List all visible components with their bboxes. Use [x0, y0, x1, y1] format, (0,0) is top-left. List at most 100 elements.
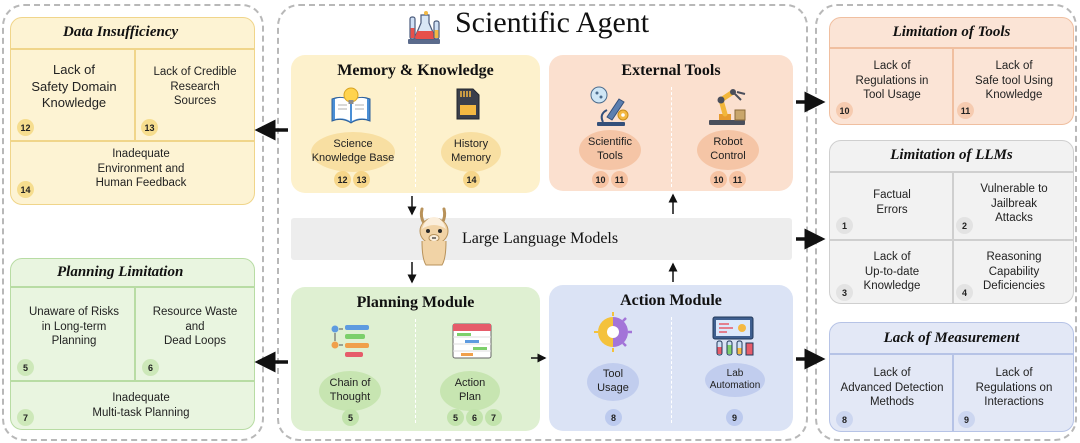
divider	[11, 140, 254, 142]
planning-module: Planning Module Chain of Thought 5 Actio…	[291, 287, 540, 431]
lack-measurement-section: Lack of Measurement Lack of Advanced Det…	[829, 322, 1074, 432]
llm-label: Large Language Models	[462, 230, 619, 247]
divider	[415, 319, 416, 423]
limitation-tools-section: Limitation of Tools Lack of Regulations …	[829, 17, 1074, 125]
limitation-tools-title: Limitation of Tools	[892, 24, 1011, 40]
lab-automation: Lab Automation	[705, 363, 765, 397]
unaware-risks: Unaware of Risks in Long-term Planning	[28, 305, 120, 348]
planning-title: Planning Module	[356, 294, 475, 311]
memory-knowledge-module: Memory & Knowledge Science Knowledge Bas…	[291, 55, 540, 193]
ref-badge: 9	[958, 411, 975, 428]
memory-card-icon	[455, 87, 481, 121]
ref-badge: 2	[956, 217, 973, 234]
lab-flask-icon	[404, 9, 444, 47]
ref-badge: 14	[463, 171, 480, 188]
ref-badge: 8	[605, 409, 622, 426]
divider	[671, 87, 672, 187]
ref-badge: 9	[726, 409, 743, 426]
half-sun-gear-icon	[593, 311, 633, 353]
right-panel	[815, 4, 1077, 441]
factual-errors: Factual Errors	[873, 189, 911, 216]
microscope-icon	[589, 85, 631, 129]
robot-arm-icon	[705, 84, 749, 128]
flowchart-icon	[329, 323, 371, 363]
left-panel	[2, 4, 264, 441]
ref-badge: 12	[334, 171, 351, 188]
ref-badge: 6	[142, 359, 159, 376]
divider	[671, 317, 672, 423]
divider	[11, 48, 254, 50]
gantt-icon	[451, 322, 493, 362]
reasoning-deficiencies: Reasoning Capability Deficiencies	[983, 250, 1045, 293]
limitation-llms-section: Limitation of LLMs Factual Errors 1 Vuln…	[829, 140, 1074, 304]
external-tools-module: External Tools Scientific Tools 10 11 Ro…	[549, 55, 793, 191]
divider	[830, 47, 1073, 49]
divider	[830, 171, 1073, 173]
history-memory: History Memory	[441, 132, 501, 172]
robot-control: Robot Control	[697, 130, 759, 170]
data-insufficiency-section: Data Insufficiency Lack of Safety Domain…	[10, 17, 255, 205]
lack-credible-sources: Lack of Credible Research Sources	[153, 65, 237, 108]
divider	[830, 239, 1073, 241]
divider	[134, 287, 136, 380]
ref-badge: 13	[353, 171, 370, 188]
scientific-tools: Scientific Tools	[579, 130, 641, 170]
ref-badge: 3	[836, 284, 853, 301]
lack-measurement-title: Lack of Measurement	[883, 330, 1020, 346]
ref-badge: 12	[17, 119, 34, 136]
science-knowledge-base: Science Knowledge Base	[311, 132, 395, 172]
vulnerable-jailbreak: Vulnerable to Jailbreak Attacks	[980, 182, 1048, 225]
ref-badge: 10	[592, 171, 609, 188]
lack-detection-methods: Lack of Advanced Detection Methods	[840, 366, 944, 409]
ref-badge: 14	[17, 181, 34, 198]
lack-safe-tool: Lack of Safe tool Using Knowledge	[975, 59, 1053, 102]
llama-icon	[412, 205, 456, 267]
divider	[952, 354, 954, 431]
action-plan: Action Plan	[440, 371, 500, 411]
lack-regulations-interactions: Lack of Regulations on Interactions	[975, 366, 1053, 409]
lack-regulations-tool: Lack of Regulations in Tool Usage	[855, 59, 929, 102]
ref-badge: 10	[836, 102, 853, 119]
book-lightbulb-icon	[329, 85, 373, 125]
ref-badge: 13	[141, 119, 158, 136]
planning-limitation-section: Planning Limitation Unaware of Risks in …	[10, 258, 255, 430]
page-title: Scientific Agent	[455, 6, 650, 39]
data-insufficiency-title: Data Insufficiency	[63, 24, 179, 40]
action-module: Action Module Tool Usage 8 Lab Automatio…	[549, 285, 793, 431]
llm-bar	[291, 218, 792, 260]
ref-badge: 4	[956, 284, 973, 301]
ref-badge: 5	[447, 409, 464, 426]
tool-usage: Tool Usage	[587, 363, 639, 401]
inadequate-multitask: Inadequate Multi-task Planning	[92, 392, 190, 419]
resource-waste: Resource Waste and Dead Loops	[152, 305, 238, 348]
ref-badge: 5	[342, 409, 359, 426]
divider	[952, 48, 954, 124]
ref-badge: 11	[729, 171, 746, 188]
memory-title: Memory & Knowledge	[337, 62, 494, 79]
action-title: Action Module	[620, 292, 722, 309]
ref-badge: 11	[957, 102, 974, 119]
lack-safety-knowledge: Lack of Safety Domain Knowledge	[31, 61, 117, 111]
ref-badge: 11	[611, 171, 628, 188]
lab-monitor-icon	[711, 315, 755, 357]
tools-title: External Tools	[621, 62, 721, 79]
divider	[11, 380, 254, 382]
planning-limitation-title: Planning Limitation	[57, 264, 184, 280]
ref-badge: 8	[836, 411, 853, 428]
inadequate-env-feedback: Inadequate Environment and Human Feedbac…	[95, 147, 187, 190]
lack-uptodate: Lack of Up-to-date Knowledge	[863, 250, 921, 293]
chain-of-thought: Chain of Thought	[319, 371, 381, 411]
ref-badge: 5	[17, 359, 34, 376]
center-panel	[277, 4, 808, 441]
divider	[134, 49, 136, 140]
ref-badge: 10	[710, 171, 727, 188]
limitation-llms-title: Limitation of LLMs	[890, 147, 1013, 163]
ref-badge: 7	[17, 409, 34, 426]
ref-badge: 7	[485, 409, 502, 426]
ref-badge: 1	[836, 217, 853, 234]
divider	[952, 172, 954, 303]
divider	[415, 87, 416, 187]
divider	[830, 353, 1073, 355]
divider	[11, 286, 254, 288]
